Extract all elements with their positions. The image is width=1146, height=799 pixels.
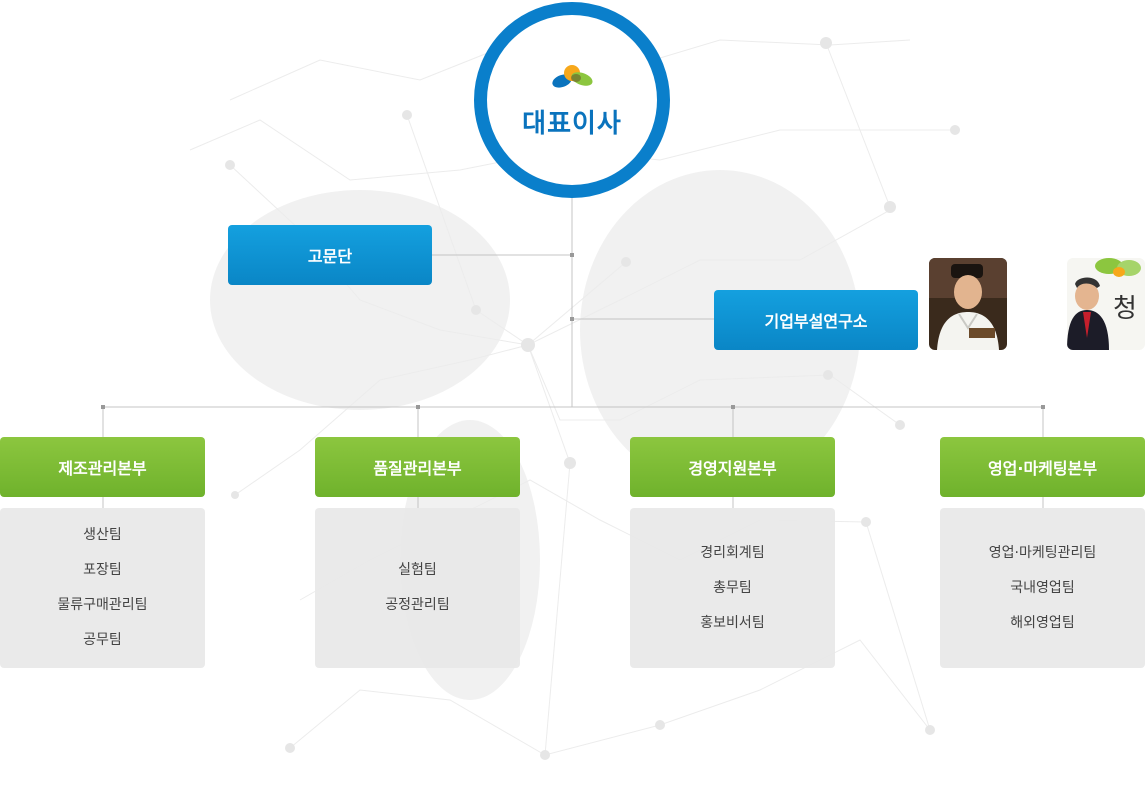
division-management-support: 경영지원본부 <box>630 437 835 497</box>
chef-portrait-photo <box>929 258 1007 350</box>
division-label: 영업·마케팅본부 <box>987 459 1098 478</box>
executive-portrait-photo: 청 <box>1067 258 1145 350</box>
team-item: 경리회계팀 <box>700 544 765 561</box>
company-logo-icon <box>552 65 593 88</box>
team-item: 해외영업팀 <box>1010 614 1075 631</box>
team-item: 실험팀 <box>398 562 437 578</box>
team-item: 총무팀 <box>713 579 752 596</box>
team-list-manufacturing: 생산팀 포장팀 물류구매관리팀 공무팀 <box>0 508 205 668</box>
team-item: 영업·마케팅관리팀 <box>988 544 1097 561</box>
team-item: 홍보비서팀 <box>700 614 765 631</box>
ceo-node: 대표이사 <box>474 2 670 198</box>
division-manufacturing: 제조관리본부 <box>0 437 205 497</box>
team-list-management-support: 경리회계팀 총무팀 홍보비서팀 <box>630 508 835 668</box>
research-lab-box: 기업부설연구소 <box>714 290 918 350</box>
team-item: 생산팀 <box>83 527 122 543</box>
team-item: 공정관리팀 <box>385 597 450 613</box>
team-item: 국내영업팀 <box>1010 579 1075 596</box>
division-sales-marketing: 영업·마케팅본부 <box>940 437 1145 497</box>
research-lab-label: 기업부설연구소 <box>764 312 868 331</box>
team-item: 포장팀 <box>83 562 122 578</box>
team-item: 공무팀 <box>83 632 122 648</box>
division-label: 품질관리본부 <box>373 459 462 478</box>
logo-overlay-text: 청 <box>1113 294 1137 324</box>
division-label: 제조관리본부 <box>58 459 147 478</box>
team-item: 물류구매관리팀 <box>57 597 148 613</box>
division-quality: 품질관리본부 <box>315 437 520 497</box>
advisory-board-box: 고문단 <box>228 225 432 285</box>
advisory-board-label: 고문단 <box>307 247 353 266</box>
team-list-quality: 실험팀 공정관리팀 <box>315 508 520 668</box>
ceo-label: 대표이사 <box>522 109 622 139</box>
team-list-sales-marketing: 영업·마케팅관리팀 국내영업팀 해외영업팀 <box>940 508 1145 668</box>
division-label: 경영지원본부 <box>688 459 777 478</box>
